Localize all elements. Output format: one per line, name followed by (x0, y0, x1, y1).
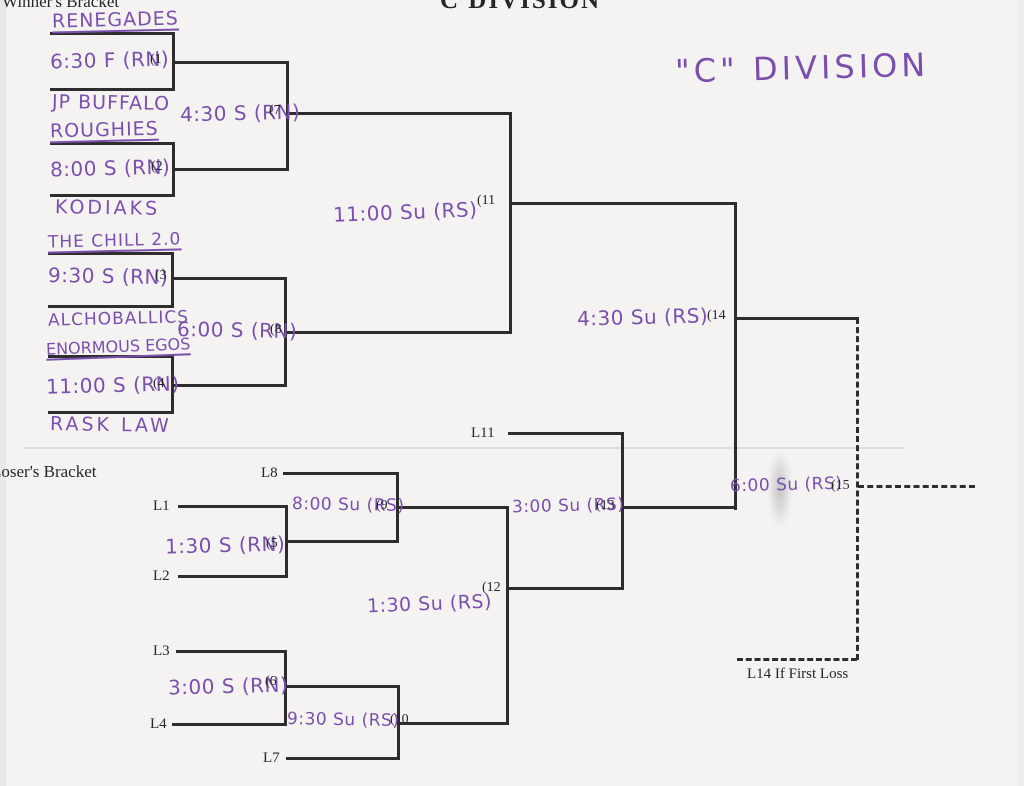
bracket-line (735, 317, 859, 320)
game-15-time: 6:00 Su (RS) (729, 473, 843, 497)
bracket-line (176, 650, 287, 653)
bracket-line (398, 722, 509, 725)
game-7-number: (7 (269, 103, 281, 118)
dashed-bracket-line (856, 318, 859, 660)
bracket-line (48, 252, 172, 255)
bracket-line (507, 587, 624, 590)
scan-edge-left (0, 0, 6, 786)
bracket-line (173, 61, 289, 64)
bracket-line (286, 61, 289, 171)
bracket-line (50, 32, 173, 35)
scan-edge-right (1018, 0, 1024, 786)
bracket-line (508, 432, 624, 435)
game-12-time: 1:30 Su (RS) (366, 590, 493, 618)
game-9-number: (9 (376, 498, 388, 513)
bracket-line (50, 88, 173, 91)
bracket-line (397, 506, 509, 509)
game-3-number: (3 (155, 268, 167, 283)
winners-bracket-label: Winner's Bracket (2, 0, 120, 11)
loser-slot-l2: L2 (153, 568, 170, 584)
bracket-line (48, 305, 172, 308)
bracket-line (50, 194, 173, 197)
team-name-alchoballics: ALCHOBALLICS (47, 307, 190, 331)
bracket-line (172, 277, 287, 280)
scan-artifact-line (25, 447, 905, 449)
bracket-line (172, 723, 287, 726)
bracket-line (621, 432, 624, 590)
team-name-rask-law: RASK LAW (49, 412, 172, 438)
bracket-line (734, 202, 737, 510)
handwritten-division-title: "C" DIVISION (674, 45, 930, 91)
dashed-bracket-line (737, 658, 857, 661)
loser-slot-l8: L8 (261, 465, 278, 481)
team-name-kodiaks: KODIAKS (54, 196, 161, 220)
game-10-time: 9:30 Su (RS) (286, 709, 400, 731)
dashed-bracket-line (858, 485, 975, 488)
game-12-number: (12 (482, 580, 501, 595)
bracket-line (50, 142, 173, 145)
bracket-line (172, 384, 287, 387)
game-14-time: 4:30 Su (RS) (576, 303, 709, 331)
bracket-line (510, 202, 737, 205)
team-name-jp-buffalo: JP BUFFALO (51, 90, 171, 116)
game-4-number: (4 (153, 376, 165, 391)
team-name-renegades: RENEGADES (51, 7, 180, 33)
bracket-line (178, 505, 288, 508)
ink-smudge (768, 450, 792, 528)
bracket-line (48, 355, 172, 358)
game-15-number: (15 (831, 478, 850, 493)
game-13-number: (13 (596, 498, 615, 513)
bracket-line (173, 168, 289, 171)
bracket-line (509, 112, 512, 334)
bracket-line (287, 112, 512, 115)
loser-slot-l7: L7 (263, 750, 280, 766)
game-2-number: (2 (151, 159, 163, 174)
game-3-time: 9:30 S (RN) (47, 262, 169, 290)
game-7-time: 4:30 S (RN) (179, 99, 301, 127)
bracket-line (283, 472, 399, 475)
bracket-line (506, 506, 509, 725)
bracket-line (285, 331, 512, 334)
page-title: C DIVISION (440, 0, 602, 14)
game-10-number: (10 (390, 712, 409, 727)
l14-if-first-loss-note: L14 If First Loss (747, 666, 849, 682)
loser-slot-l1: L1 (153, 498, 170, 514)
bracket-line (171, 252, 174, 308)
team-name-the-chill: THE CHILL 2.0 (47, 229, 182, 253)
game-14-number: (14 (707, 308, 726, 323)
bracket-line (286, 757, 400, 760)
losers-bracket-label: Loser's Bracket (0, 462, 97, 481)
game-8-number: (8 (270, 322, 282, 337)
bracket-line (284, 650, 287, 726)
game-5-number: (5 (266, 536, 278, 551)
bracket-line (48, 411, 172, 414)
game-11-time: 11:00 Su (RS) (332, 197, 478, 227)
game-1-number: (1 (150, 52, 162, 67)
loser-slot-l11: L11 (471, 425, 495, 441)
loser-slot-l4: L4 (150, 716, 167, 732)
bracket-line (286, 540, 399, 543)
game-6-number: (6 (265, 674, 277, 689)
game-11-number: (11 (477, 193, 496, 208)
bracket-line (178, 575, 288, 578)
loser-slot-l3: L3 (153, 643, 170, 659)
team-name-roughies: ROUGHIES (49, 117, 159, 143)
bracket-line (285, 685, 400, 688)
bracket-line (622, 506, 737, 509)
